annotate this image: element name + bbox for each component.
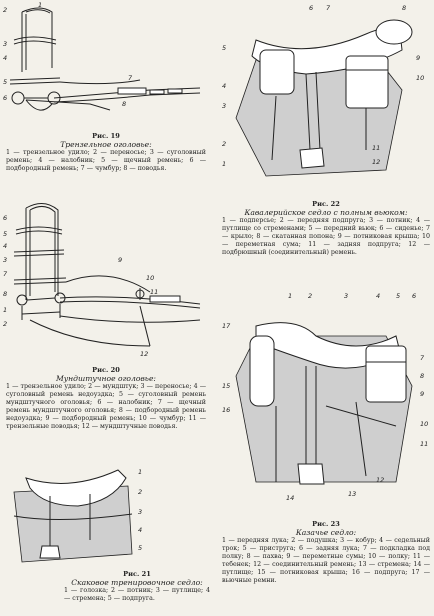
fig23-label-14: 14 [286, 494, 294, 502]
fig21-label-4: 4 [138, 526, 142, 534]
fig19-label-8: 8 [122, 100, 126, 108]
fig22-label-5: 5 [222, 44, 226, 52]
fig22-label-12: 12 [372, 158, 380, 166]
fig20-label-3: 3 [3, 256, 7, 264]
fig20-label-4: 4 [3, 242, 7, 250]
figure-21-racing-saddle: 1 2 3 4 5 [0, 458, 160, 580]
fig22-label-10: 10 [416, 74, 424, 82]
fig23-label-15: 15 [222, 382, 230, 390]
fig22-label-6: 6 [309, 4, 313, 12]
fig22-label-2: 2 [222, 140, 226, 148]
figure-22-caption: Рис. 22 Кавалерийское седло с полным вью… [222, 200, 430, 257]
fig22-label-3: 3 [222, 102, 226, 110]
fig23-label-17: 17 [222, 322, 231, 330]
snaffle-bridle-illustration: 1 2 3 4 5 6 7 8 [3, 1, 201, 111]
fig20-label-11: 11 [150, 288, 158, 296]
fig20-label-8: 8 [3, 290, 7, 298]
fig22-label-1: 1 [222, 160, 226, 168]
figure-20-title: Мундштучное оголовье: [56, 374, 156, 383]
figure-19-legend: 1 — трензельное удило; 2 — переносье; 3 … [6, 149, 206, 172]
fig23-label-12: 12 [376, 476, 384, 484]
fig19-label-1: 1 [38, 1, 42, 9]
fig22-label-7: 7 [326, 4, 331, 12]
fig21-label-1: 1 [138, 468, 142, 476]
fig23-label-4: 4 [376, 292, 380, 300]
fig19-label-7: 7 [128, 74, 133, 82]
fig23-label-7: 7 [420, 354, 425, 362]
figure-19-title: Трензельное оголовье: [60, 140, 152, 149]
fig21-label-2: 2 [138, 488, 142, 496]
fig20-label-9: 9 [118, 256, 122, 264]
figure-21-number: Рис. 21 [123, 570, 151, 578]
fig22-label-4: 4 [222, 82, 226, 90]
fig19-label-5: 5 [3, 78, 7, 86]
figure-22-title: Кавалерийское седло с полным вьюком: [244, 208, 408, 217]
fig22-label-9: 9 [416, 54, 420, 62]
fig20-label-5: 5 [3, 230, 7, 238]
figure-20-legend: 1 — трензельное удило; 2 — мундштук; 3 —… [6, 383, 206, 430]
fig19-label-6: 6 [3, 94, 7, 102]
fig21-label-5: 5 [138, 544, 142, 552]
fig23-label-13: 13 [348, 490, 356, 498]
fig20-label-12: 12 [140, 350, 148, 358]
fig21-label-3: 3 [138, 508, 142, 516]
figure-22-cavalry-saddle: 6 7 8 9 10 5 4 3 2 1 11 12 [216, 0, 434, 196]
figure-21-title: Скаковое тренировочное седло: [71, 578, 203, 587]
fig20-label-7: 7 [3, 270, 8, 278]
fig23-label-3: 3 [344, 292, 348, 300]
figure-19-snaffle-bridle: 1 2 3 4 5 6 7 8 [0, 0, 210, 130]
fig23-label-9: 9 [420, 390, 424, 398]
fig23-label-10: 10 [420, 420, 428, 428]
figure-20-number: Рис. 20 [92, 366, 120, 374]
cavalry-saddle-illustration: 6 7 8 9 10 5 4 3 2 1 11 12 [222, 4, 424, 177]
fig23-label-11: 11 [420, 440, 428, 448]
fig22-label-8: 8 [402, 4, 406, 12]
figure-22-legend: 1 — подперсье; 2 — передняя подпруга; 3 … [222, 217, 430, 256]
figure-23-caption: Рис. 23 Казачье седло: 1 — передняя лука… [222, 520, 430, 585]
racing-saddle-illustration: 1 2 3 4 5 [13, 468, 142, 563]
figure-20-caption: Рис. 20 Мундштучное оголовье: 1 — трензе… [6, 366, 206, 431]
figure-20-curb-bridle: 6 5 4 3 7 8 1 2 9 10 11 12 [0, 196, 210, 366]
fig20-label-1: 1 [3, 306, 7, 314]
fig19-label-2: 2 [3, 6, 7, 14]
fig23-label-6: 6 [412, 292, 416, 300]
fig19-label-3: 3 [3, 40, 7, 48]
fig23-label-8: 8 [420, 372, 424, 380]
fig23-label-2: 2 [308, 292, 312, 300]
figure-19-number: Рис. 19 [92, 132, 120, 140]
fig20-label-10: 10 [146, 274, 154, 282]
fig22-label-11: 11 [372, 144, 380, 152]
curb-bridle-illustration: 6 5 4 3 7 8 1 2 9 10 11 12 [3, 203, 201, 358]
cossack-saddle-illustration: 1 2 3 4 5 6 7 8 9 10 11 12 13 14 15 16 1… [222, 292, 428, 502]
figure-21-caption: Рис. 21 Скаковое тренировочное седло: 1 … [64, 570, 210, 603]
fig20-label-2: 2 [3, 320, 7, 328]
fig23-label-5: 5 [396, 292, 400, 300]
figure-21-legend: 1 — голозка; 2 — потник; 3 — путлище; 4 … [64, 587, 210, 602]
figure-23-title: Казачье седло: [295, 528, 357, 537]
fig23-label-16: 16 [222, 406, 230, 414]
figure-23-legend: 1 — передняя лука; 2 — подушка; 3 — кобу… [222, 537, 430, 584]
figure-19-caption: Рис. 19 Трензельное оголовье: 1 — трензе… [6, 132, 206, 173]
fig19-label-4: 4 [3, 54, 7, 62]
figure-23-number: Рис. 23 [312, 520, 340, 528]
figure-23-cossack-saddle: 1 2 3 4 5 6 7 8 9 10 11 12 13 14 15 16 1… [216, 286, 434, 518]
fig23-label-1: 1 [288, 292, 292, 300]
figure-22-number: Рис. 22 [312, 200, 340, 208]
fig20-label-6: 6 [3, 214, 7, 222]
